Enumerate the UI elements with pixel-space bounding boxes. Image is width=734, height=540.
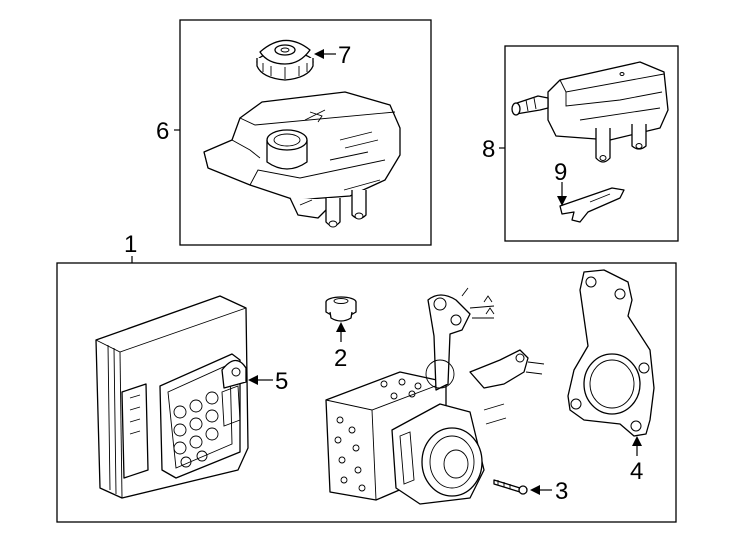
- callout-2-arrow: [336, 322, 346, 332]
- callout-9: 9: [554, 159, 567, 186]
- bolt-drawing: [493, 479, 528, 495]
- callout-4-arrow: [632, 436, 642, 446]
- reservoir-cap-drawing: [256, 39, 314, 81]
- callout-8: 8: [482, 136, 495, 163]
- retaining-clip-drawing: [559, 187, 625, 223]
- callout-1: 1: [124, 231, 137, 258]
- brake-fluid-reservoir-drawing: [203, 91, 401, 228]
- level-sensor-drawing: [511, 61, 669, 163]
- callout-3-arrow: [530, 485, 540, 495]
- callout-5-arrow: [248, 375, 258, 385]
- control-module-drawing: [95, 295, 249, 499]
- callout-3: 3: [555, 478, 568, 505]
- callout-6: 6: [156, 118, 169, 145]
- reservoir-group-box: [179, 19, 432, 246]
- callout-7-arrow: [314, 49, 324, 59]
- grommet-drawing: [325, 296, 357, 322]
- callout-5: 5: [275, 368, 288, 395]
- callout-2: 2: [334, 345, 347, 372]
- callout-7: 7: [338, 42, 351, 69]
- callout-9-arrow: [557, 196, 567, 206]
- abs-modulator-drawing: [325, 287, 545, 505]
- gasket-drawing: [567, 269, 655, 437]
- sensor-group-box: [504, 45, 679, 242]
- callout-4: 4: [630, 458, 643, 485]
- modulator-group-box: [56, 262, 677, 523]
